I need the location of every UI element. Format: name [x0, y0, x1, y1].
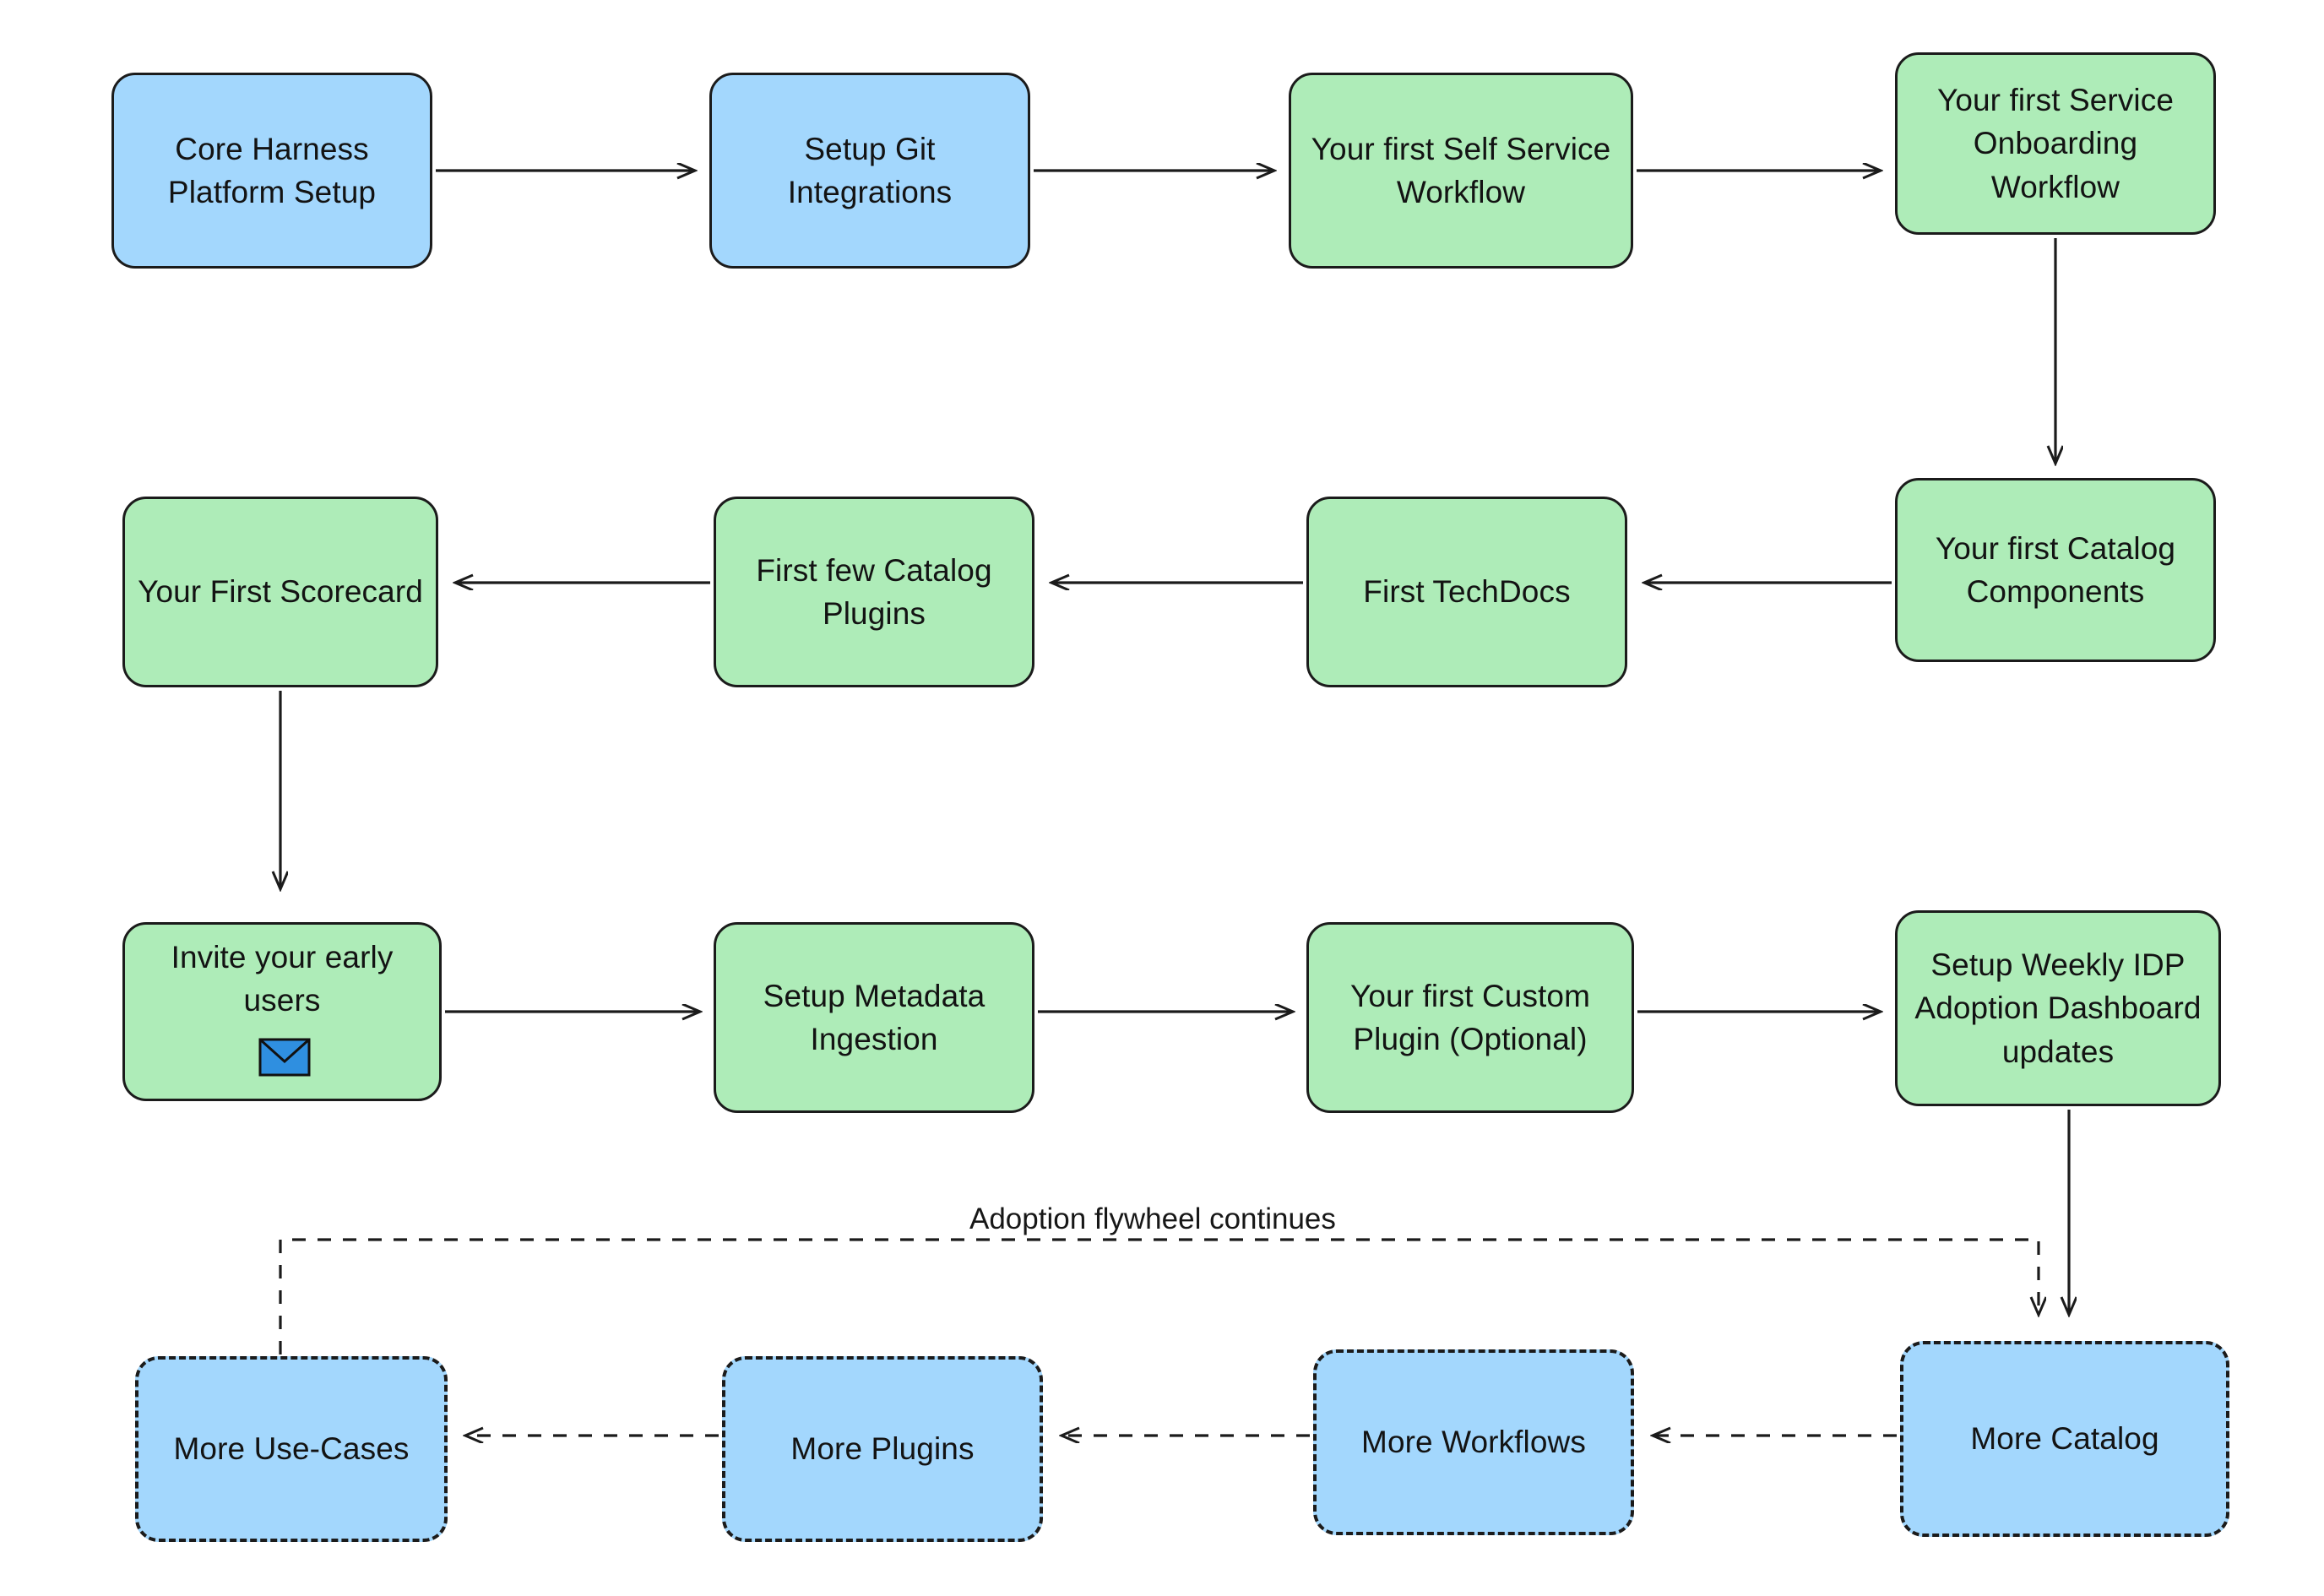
node-label: Setup Weekly IDP Adoption Dashboard upda… — [1914, 947, 2202, 1069]
node-label: Setup Metadata Ingestion — [763, 978, 986, 1056]
node-label: More Plugins — [790, 1431, 975, 1467]
node-more-workflows[interactable]: More Workflows — [1313, 1349, 1634, 1535]
node-label: Setup Git Integrations — [787, 131, 953, 209]
node-label: First TechDocs — [1363, 574, 1571, 610]
node-label: First few Catalog Plugins — [756, 552, 992, 631]
node-setup-git-integrations[interactable]: Setup Git Integrations — [709, 73, 1030, 269]
node-first-few-catalog-plugins[interactable]: First few Catalog Plugins — [714, 497, 1034, 687]
node-setup-weekly-idp-adoption-dashboard-updates[interactable]: Setup Weekly IDP Adoption Dashboard upda… — [1895, 910, 2221, 1106]
node-label: Your first Custom Plugin (Optional) — [1349, 978, 1591, 1056]
node-label: Your first Self Service Workflow — [1311, 131, 1611, 209]
edge-flywheel-loop — [279, 1238, 2039, 1354]
node-label: Your First Scorecard — [138, 574, 423, 610]
envelope-icon — [258, 1038, 311, 1088]
node-label: Core Harness Platform Setup — [167, 131, 377, 209]
node-label: More Workflows — [1361, 1425, 1586, 1460]
node-invite-your-early-users[interactable]: Invite your early users — [122, 922, 442, 1101]
edge-label-adoption-flywheel: Adoption flywheel continues — [958, 1202, 1348, 1236]
node-your-first-custom-plugin[interactable]: Your first Custom Plugin (Optional) — [1306, 922, 1634, 1113]
node-more-catalog[interactable]: More Catalog — [1900, 1341, 2229, 1537]
node-first-techdocs[interactable]: First TechDocs — [1306, 497, 1627, 687]
node-label: More Catalog — [1970, 1421, 2159, 1457]
node-your-first-service-onboarding-workflow[interactable]: Your first Service Onboarding Workflow — [1895, 52, 2216, 235]
node-more-use-cases[interactable]: More Use-Cases — [135, 1356, 448, 1542]
node-your-first-scorecard[interactable]: Your First Scorecard — [122, 497, 438, 687]
node-more-plugins[interactable]: More Plugins — [722, 1356, 1043, 1542]
node-your-first-self-service-workflow[interactable]: Your first Self Service Workflow — [1289, 73, 1633, 269]
node-label: More Use-Cases — [173, 1431, 410, 1467]
node-label: Your first Catalog Components — [1935, 530, 2176, 609]
node-setup-metadata-ingestion[interactable]: Setup Metadata Ingestion — [714, 922, 1034, 1113]
node-core-harness-platform-setup[interactable]: Core Harness Platform Setup — [111, 73, 432, 269]
node-label: Your first Service Onboarding Workflow — [1936, 83, 2175, 204]
node-your-first-catalog-components[interactable]: Your first Catalog Components — [1895, 478, 2216, 662]
node-label: Invite your early users — [171, 940, 394, 1018]
